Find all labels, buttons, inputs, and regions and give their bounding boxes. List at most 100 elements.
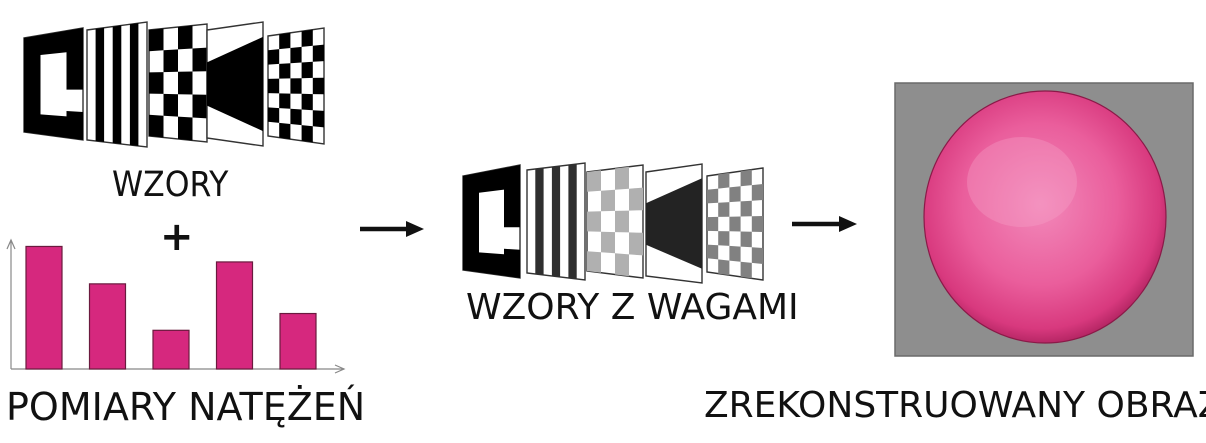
measurements-label: POMIARY NATĘŻEŃ bbox=[6, 385, 366, 429]
pattern-cell bbox=[290, 78, 302, 94]
pattern-cell bbox=[479, 252, 504, 276]
pattern-cell bbox=[601, 231, 615, 254]
pattern-cell bbox=[718, 172, 730, 189]
pattern-cell bbox=[729, 216, 741, 232]
pattern-cell bbox=[95, 27, 105, 143]
pattern-cell bbox=[551, 166, 561, 277]
pattern-cell bbox=[504, 165, 520, 228]
pattern-band bbox=[207, 36, 263, 132]
pattern-cell bbox=[615, 253, 629, 277]
pattern-cell bbox=[301, 61, 313, 79]
y-axis-arrow-icon bbox=[6, 238, 16, 250]
pattern-cell bbox=[192, 94, 207, 119]
pattern-cell bbox=[587, 170, 601, 192]
pattern-set bbox=[23, 21, 325, 148]
pattern-cell bbox=[463, 172, 479, 273]
pattern-cell bbox=[312, 77, 324, 95]
pattern-cell bbox=[740, 200, 752, 217]
bar-3 bbox=[152, 329, 190, 370]
pattern-cell bbox=[707, 188, 719, 204]
pattern-3 bbox=[148, 23, 208, 143]
pattern-cell bbox=[629, 187, 643, 211]
pattern-cell bbox=[601, 189, 615, 212]
x-axis-arrow-icon bbox=[334, 364, 346, 374]
pattern-cell bbox=[290, 46, 302, 64]
pattern-cell bbox=[178, 71, 193, 95]
arrow-right-icon bbox=[792, 216, 857, 232]
intensity-bar-chart bbox=[6, 238, 346, 374]
pattern-cell bbox=[718, 231, 730, 246]
arrow-right-icon bbox=[360, 221, 424, 237]
sphere-highlight bbox=[967, 137, 1077, 227]
arrow-head bbox=[406, 221, 424, 237]
pattern-cell bbox=[149, 72, 164, 94]
pattern-cell bbox=[192, 47, 207, 72]
pattern-cell bbox=[312, 110, 324, 128]
pattern-cell bbox=[751, 184, 763, 201]
pattern-cell bbox=[149, 28, 164, 52]
pattern-cell bbox=[568, 164, 577, 279]
pattern-cell bbox=[587, 211, 601, 232]
reconstructed-image bbox=[894, 82, 1194, 357]
weighted-pattern-5 bbox=[706, 167, 764, 281]
pattern-cell bbox=[479, 168, 504, 193]
bar-4 bbox=[215, 261, 254, 370]
weighted-pattern-1 bbox=[462, 164, 521, 279]
pattern-cell bbox=[112, 25, 122, 144]
pattern-cell bbox=[268, 49, 280, 65]
pink-sphere bbox=[923, 90, 1167, 344]
pattern-4 bbox=[206, 21, 264, 147]
pattern-band bbox=[646, 178, 702, 269]
pattern-cell bbox=[178, 25, 193, 50]
pattern-cell bbox=[740, 169, 752, 187]
pattern-cell bbox=[729, 245, 741, 262]
pattern-cell bbox=[24, 35, 41, 135]
bar-2 bbox=[88, 283, 127, 370]
weighted-pattern-set bbox=[462, 162, 764, 284]
patterns-label: WZORY bbox=[112, 165, 229, 205]
pattern-cell bbox=[301, 93, 313, 111]
pattern-cell bbox=[707, 244, 719, 260]
pattern-cell bbox=[290, 108, 302, 126]
pattern-2 bbox=[86, 21, 148, 148]
pattern-cell bbox=[66, 111, 83, 140]
pattern-cell bbox=[279, 63, 291, 79]
pattern-cell bbox=[163, 49, 178, 73]
pattern-cell bbox=[178, 116, 193, 141]
pattern-cell bbox=[279, 122, 291, 140]
plus-sign: + bbox=[160, 214, 194, 260]
pattern-cell bbox=[149, 114, 164, 138]
reconstructed-image-label: ZREKONSTRUOWANY OBRAZ bbox=[704, 385, 1206, 426]
pattern-5 bbox=[267, 27, 325, 145]
pattern-cell bbox=[535, 168, 544, 275]
pattern-cell bbox=[718, 259, 730, 276]
pattern-cell bbox=[301, 29, 313, 47]
pattern-cell bbox=[279, 32, 291, 50]
bar-5 bbox=[279, 312, 317, 370]
pattern-cell bbox=[740, 231, 752, 248]
pattern-cell bbox=[504, 248, 520, 278]
pattern-cell bbox=[751, 216, 763, 232]
pattern-cell bbox=[66, 28, 83, 90]
pattern-cell bbox=[301, 125, 313, 143]
bar-1 bbox=[25, 245, 63, 370]
arrow-head bbox=[839, 216, 857, 232]
pattern-cell bbox=[729, 186, 741, 203]
pattern-cell bbox=[163, 93, 178, 117]
pattern-cell bbox=[40, 114, 67, 138]
pattern-cell bbox=[615, 210, 629, 233]
pattern-cell bbox=[268, 107, 280, 123]
weighted-pattern-3 bbox=[586, 164, 644, 279]
pattern-cell bbox=[615, 166, 629, 190]
pattern-cell bbox=[751, 247, 763, 264]
pattern-cell bbox=[707, 216, 719, 232]
pattern-cell bbox=[40, 30, 67, 55]
pattern-cell bbox=[587, 251, 601, 273]
pattern-cell bbox=[268, 78, 280, 94]
pattern-cell bbox=[629, 232, 643, 256]
weighted-pattern-4 bbox=[645, 163, 703, 284]
pattern-cell bbox=[312, 44, 324, 62]
pattern-1 bbox=[23, 27, 84, 141]
